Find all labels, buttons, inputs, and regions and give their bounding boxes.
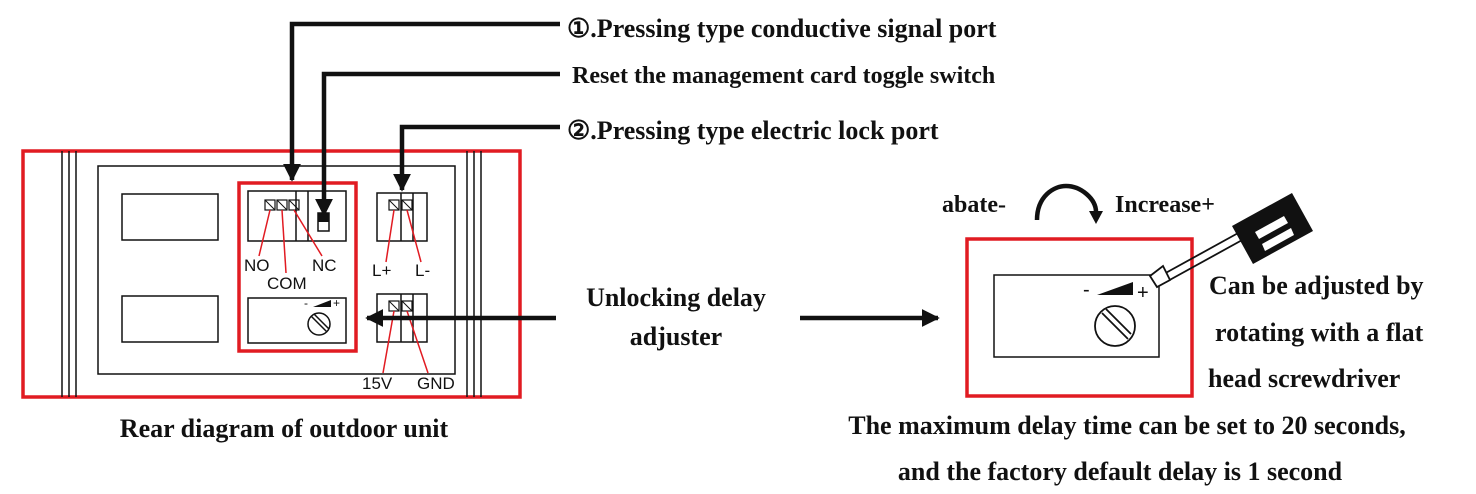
callout-reset-switch: Reset the management card toggle switch [315, 63, 995, 217]
adjuster-screw-icon [1094, 305, 1136, 347]
callout-reset-switch-text: Reset the management card toggle switch [572, 63, 995, 89]
zoom-adjuster-plus: + [1137, 282, 1149, 304]
terminal-label-gnd: GND [417, 374, 455, 393]
panel-window-bottom [121, 295, 219, 343]
unit-adjuster-plus: + [333, 296, 340, 310]
terminal-label-l-plus: L+ [372, 261, 391, 280]
outdoor-unit: - + NO COM NC L+ L- [21, 149, 522, 399]
callout-signal-port: ①.Pressing type conductive signal port [283, 14, 997, 182]
adjuster-label-line1: Unlocking delay [586, 283, 766, 312]
callout-lock-port: ②.Pressing type electric lock port [393, 116, 939, 192]
reset-toggle-switch [317, 212, 330, 232]
screwdriver-note-line1: Can be adjusted by [1209, 271, 1424, 300]
adjuster-callout: Unlocking delay adjuster [365, 283, 940, 351]
terminal-label-nc: NC [312, 256, 337, 275]
terminal-label-com: COM [267, 274, 307, 293]
rotate-arrow-icon [1089, 211, 1103, 224]
terminal-screws-signal [264, 199, 300, 211]
signal-block-highlight [237, 181, 358, 353]
inner-panel [97, 165, 456, 375]
unit-adjuster-minus: - [304, 296, 308, 310]
zoomed-adjuster: - + [965, 237, 1194, 398]
zoom-adjuster-minus: - [1083, 279, 1090, 301]
callout-signal-port-text: ①.Pressing type conductive signal port [567, 14, 997, 43]
screwdriver-icon [1148, 193, 1313, 289]
rotation-increase: Increase+ [1115, 192, 1215, 218]
terminal-label-no: NO [244, 256, 270, 275]
terminal-label-15v: 15V [362, 374, 393, 393]
unit-delay-adjuster [247, 297, 347, 344]
level-wedge-icon [1097, 282, 1133, 295]
rotation-abate: abate- [942, 192, 1006, 218]
callout-lock-port-text: ②.Pressing type electric lock port [567, 116, 939, 145]
caption-right-line2: and the factory default delay is 1 secon… [898, 457, 1343, 486]
zoomed-adjuster-highlight [965, 237, 1194, 398]
caption-right-line1: The maximum delay time can be set to 20 … [848, 411, 1406, 440]
unit-outline-highlight [21, 149, 522, 399]
screwdriver-note-line3: head screwdriver [1208, 364, 1400, 393]
adjuster-label-line2: adjuster [630, 322, 722, 351]
rotation-indicator: abate- Increase+ [942, 183, 1215, 224]
zoomed-adjuster-body [993, 274, 1160, 358]
lock-terminal-block [376, 192, 428, 242]
caption-left: Rear diagram of outdoor unit [120, 414, 449, 443]
signal-terminal-block [247, 190, 347, 242]
screwdriver-note-line2: rotating with a flat [1215, 318, 1424, 347]
terminal-label-l-minus: L- [415, 261, 430, 280]
panel-window-top [121, 193, 219, 241]
